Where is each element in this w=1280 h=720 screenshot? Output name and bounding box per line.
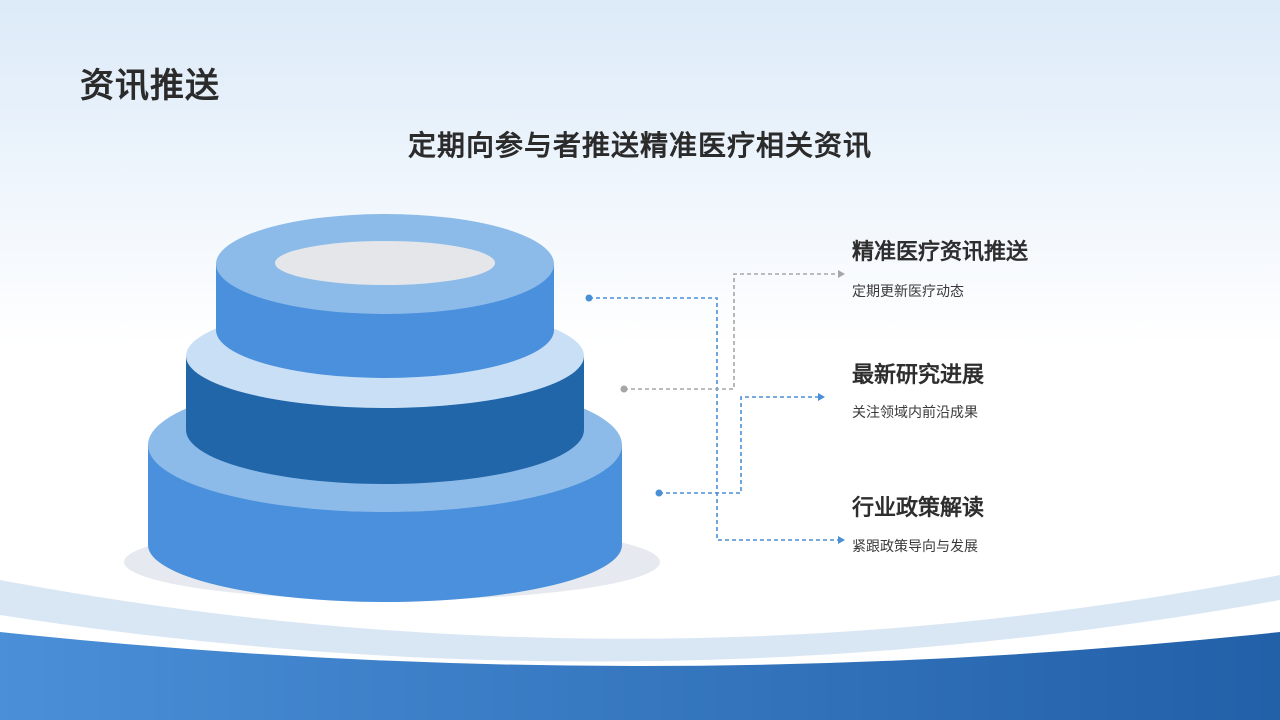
connector-top xyxy=(585,294,845,544)
item-title-3: 行业政策解读 xyxy=(852,496,985,521)
connector-bottom xyxy=(655,393,825,497)
tier-top xyxy=(216,214,554,378)
subtitle: 定期向参与者推送精准医疗相关资讯 xyxy=(407,129,872,162)
connector-middle xyxy=(620,270,845,393)
item-desc-1: 定期更新医疗动态 xyxy=(852,284,964,300)
page-title: 资讯推送 xyxy=(80,66,220,106)
tier-top-hole xyxy=(275,241,495,285)
item-title-1: 精准医疗资讯推送 xyxy=(852,240,1029,265)
wave-blue xyxy=(0,632,1280,720)
item-title-2: 最新研究进展 xyxy=(852,363,985,388)
item-desc-3: 紧跟政策导向与发展 xyxy=(852,539,978,555)
item-desc-2: 关注领域内前沿成果 xyxy=(852,405,978,421)
